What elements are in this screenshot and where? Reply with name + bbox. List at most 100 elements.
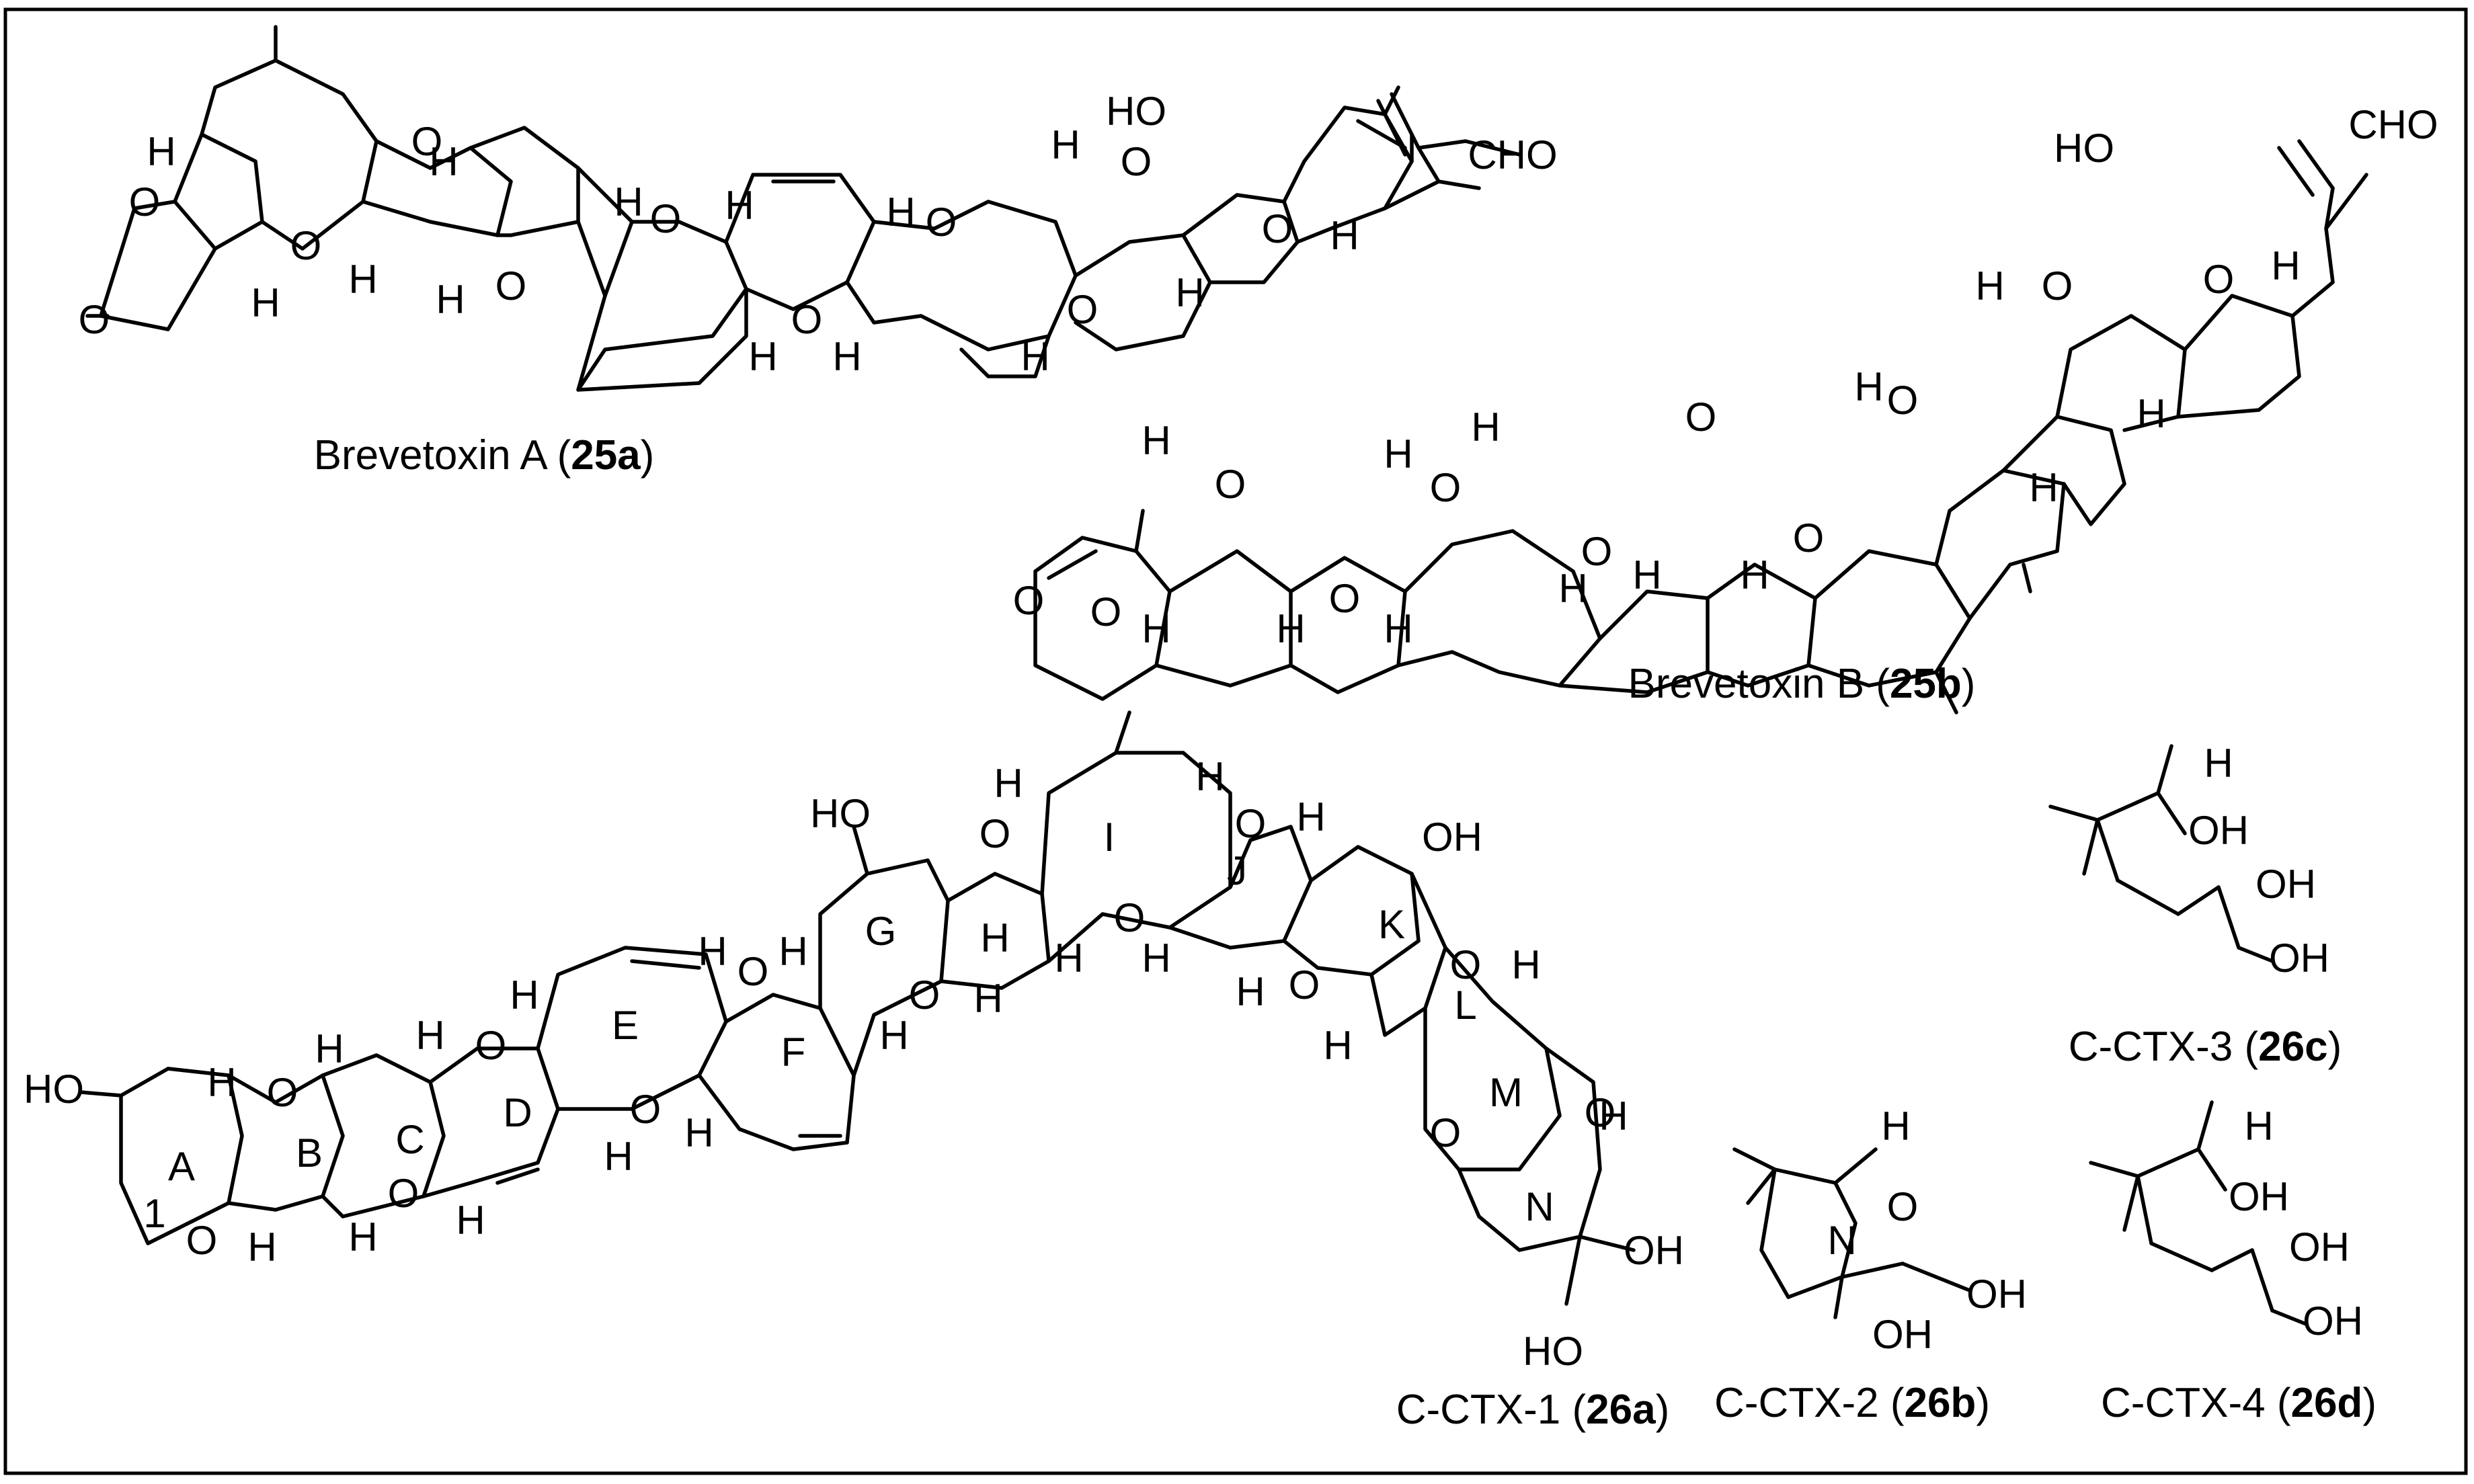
brevetoxin-a-ring-oxygen: O [1121,139,1152,184]
c-ctx-1-ring-oxygen: O [909,973,941,1018]
c-ctx-3-hydroxyl: OH [2269,936,2329,981]
c-ctx-1-hydrogen: H [879,1013,908,1058]
c-ctx-1-ring-oxygen: O [1430,1110,1462,1155]
brevetoxin-a-lactone-oxygen: O [129,179,161,224]
c-ctx-1-hydrogen: H [207,1060,236,1105]
brevetoxin-a-hydrogen: H [725,183,754,228]
c-ctx-1-caption: C-CTX-1 (26a) [1396,1387,1670,1433]
brevetoxin-b-hydrogen: H [1558,566,1587,611]
brevetoxin-b-hydrogen: H [1975,263,2004,308]
c-ctx-2-ring-oxygen: O [1887,1184,1919,1229]
brevetoxin-a-hydrogen: H [748,334,777,379]
c-ctx-2-ring-n-label: N [1827,1218,1856,1263]
brevetoxin-a-ring-oxygen: O [926,200,957,245]
brevetoxin-a-hydrogen: H [436,277,465,322]
brevetoxin-a-ring-oxygen: O [290,223,322,268]
brevetoxin-a-carbonyl-oxygen: O [79,297,110,342]
brevetoxin-a-hydrogen: H [614,179,643,224]
ring-l-label: L [1454,983,1476,1028]
c-ctx-1-hydrogen: H [1195,754,1224,799]
brevetoxin-a-aldehyde: CHO [1468,132,1557,177]
c-ctx-1-ring-oxygen: O [1450,942,1482,987]
brevetoxin-b-hydrogen: H [1854,364,1883,409]
c-ctx-1-hydrogen: H [247,1225,276,1270]
ring-i-label: I [1104,815,1115,860]
c-ctx-1-ring-oxygen: O [1585,1090,1616,1135]
figure-border [3,7,2468,1475]
c-ctx-2-caption: C-CTX-2 (26b) [1714,1380,1990,1426]
brevetoxin-b-hydroxyl: HO [2054,126,2114,171]
brevetoxin-b-carbonyl-oxygen: O [1013,578,1045,623]
brevetoxin-a-hydrogen: H [1021,334,1049,379]
brevetoxin-b-ring-oxygen: O [1581,529,1613,574]
ring-f-label: F [781,1030,806,1075]
c-ctx-3-structure: H OH OH OH [2048,741,2329,981]
brevetoxin-b-ring-oxygen: O [2203,257,2235,302]
brevetoxin-b-ring-oxygen: O [1685,395,1717,440]
c-ctx-3-hydroxyl: OH [2256,862,2316,907]
c-ctx-1-hydrogen: H [994,761,1023,806]
c-ctx-3-caption: C-CTX-3 (26c) [2069,1024,2342,1070]
ring-m-label: M [1489,1070,1523,1115]
c-ctx-1-hydrogen: H [456,1198,485,1243]
c-ctx-1-hydrogen: H [684,1110,713,1155]
c-ctx-1-hydrogen: H [779,929,807,974]
brevetoxin-a-ring-oxygen: O [495,263,527,308]
ring-k-label: K [1378,902,1405,947]
brevetoxin-b-hydrogen: H [1142,418,1170,463]
c-ctx-1-hydrogen: H [1599,1094,1628,1139]
brevetoxin-b-hydrogen: H [1142,606,1170,651]
c-ctx-1-hydrogen: H [698,929,727,974]
ring-c-label: C [395,1117,424,1162]
brevetoxin-a-ring-oxygen: O [1067,287,1099,332]
c-ctx-1-hydroxyl: OH [1422,815,1482,860]
brevetoxin-a-hydrogen: H [832,334,861,379]
c-ctx-1-ring-oxygen: O [186,1218,218,1263]
c-ctx-1-hydrogen: H [1236,969,1265,1014]
c-ctx-4-hydroxyl: OH [2229,1174,2289,1219]
brevetoxin-b-hydrogen: H [1276,606,1305,651]
ring-a-label: A [168,1144,195,1189]
c-ctx-1-hydrogen: H [510,973,538,1018]
brevetoxin-a-hydrogen: H [1051,122,1080,167]
ring-d-label: D [503,1090,532,1135]
c-ctx-1-ring-oxygen: O [475,1023,507,1068]
c-ctx-1-hydrogen: H [415,1013,444,1058]
brevetoxin-b-ring-oxygen: O [1430,465,1462,510]
brevetoxin-a-hydrogen: H [1175,270,1204,315]
brevetoxin-a-hydrogen: H [429,139,458,184]
brevetoxin-b-hydrogen: H [1384,606,1412,651]
c-ctx-2-hydroxyl: OH [1872,1312,1933,1357]
c-ctx-2-hydrogen: H [1881,1104,1910,1149]
ring-g-label: G [865,909,897,954]
brevetoxin-a-ring-oxygen: O [791,297,823,342]
c-ctx-4-caption: C-CTX-4 (26d) [2101,1380,2377,1426]
brevetoxin-a-ring-oxygen: O [1262,206,1293,251]
brevetoxin-a-caption: Brevetoxin A (25a) [314,432,655,479]
brevetoxin-b-ring-oxygen: O [1329,576,1361,621]
c-ctx-1-hydrogen: H [315,1026,344,1071]
ring-b-label: B [296,1130,323,1176]
c-ctx-1-ring-oxygen: O [1114,895,1146,940]
brevetoxin-a-hydrogen: H [1330,213,1359,258]
c-ctx-4-hydroxyl: OH [2303,1298,2363,1344]
c-ctx-4-structure: H OH OH OH [2089,1100,2363,1344]
brevetoxin-a-structure: O O O O O O O O O O O HO CHO H H H H H H… [79,25,1558,392]
c-ctx-1-hydrogen: H [1142,936,1170,981]
brevetoxin-a-hydrogen: H [147,129,175,174]
c-ctx-1-hydrogen: H [1511,942,1540,987]
c-ctx-2-structure: N O H OH OH [1732,1104,2027,1357]
brevetoxin-a-hydrogen: H [251,280,280,325]
c-ctx-1-ring-oxygen: O [388,1171,420,1216]
c-ctx-1-structure: A 1 B C D E F G H I J K L M N HO O O O O… [24,710,1684,1374]
c-ctx-1-ring-oxygen: O [630,1087,662,1132]
brevetoxin-b-hydrogen: H [1471,405,1500,450]
brevetoxin-b-ring-oxygen: O [1793,516,1825,561]
c-ctx-1-ring-oxygen: O [737,949,769,994]
position-1-label: 1 [143,1191,165,1236]
c-ctx-1-hydrogen: H [1054,936,1083,981]
c-ctx-1-ring-oxygen: O [1235,801,1267,846]
c-ctx-4-hydrogen: H [2244,1104,2273,1149]
ring-h-label: H [980,915,1009,960]
